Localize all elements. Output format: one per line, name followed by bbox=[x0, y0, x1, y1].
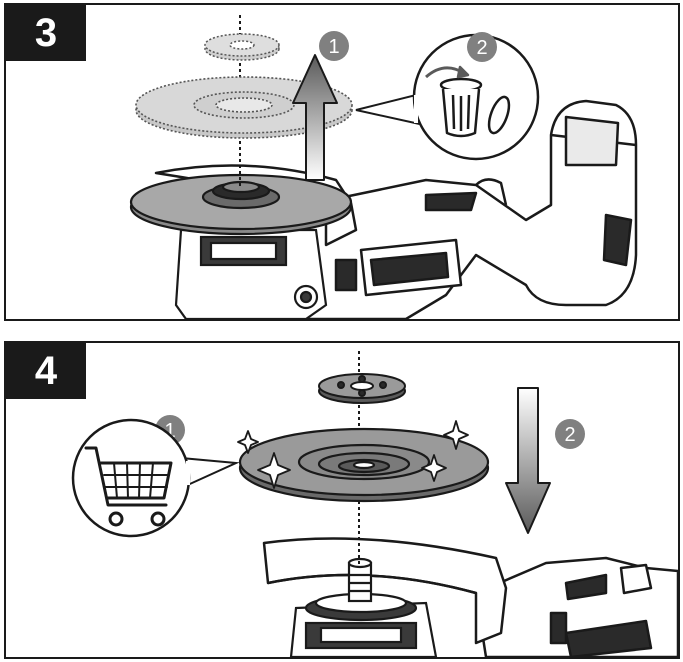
old-flange-nut bbox=[204, 33, 280, 61]
step-4-marker-2-label: 2 bbox=[564, 424, 575, 446]
step-4-panel: 4 bbox=[4, 341, 680, 659]
step-4-marker-1-label: 1 bbox=[164, 420, 175, 442]
step-number-badge: 4 bbox=[6, 343, 86, 399]
step-4-marker-2: 2 bbox=[555, 419, 585, 449]
new-disc bbox=[238, 427, 490, 503]
spindle-shaft bbox=[347, 557, 373, 603]
step-3-marker-2: 2 bbox=[467, 32, 497, 62]
step-number-badge: 3 bbox=[6, 5, 86, 61]
remove-disc-illustration: 1 2 bbox=[129, 15, 638, 319]
buy-new-disc-callout bbox=[71, 418, 240, 538]
step-3-marker-2-label: 2 bbox=[476, 37, 487, 59]
mounted-disc bbox=[129, 173, 353, 236]
install-down-arrow bbox=[505, 387, 551, 534]
angle-grinder-body bbox=[474, 556, 678, 657]
sparkle-icon bbox=[421, 454, 447, 482]
lift-off-arrow bbox=[292, 54, 338, 181]
grinder-gear-head bbox=[174, 228, 328, 319]
step-3-marker-1-label: 1 bbox=[328, 36, 339, 58]
sparkle-icon bbox=[443, 420, 469, 450]
sparkle-icons bbox=[237, 420, 469, 489]
install-disc-illustration: 1 2 bbox=[71, 351, 678, 657]
sparkle-icon bbox=[237, 430, 259, 454]
flange-nut bbox=[318, 373, 406, 404]
grinder-gear-head bbox=[289, 592, 438, 657]
angle-grinder-body bbox=[304, 99, 638, 319]
sparkle-icon bbox=[257, 452, 291, 489]
step-3-panel: 3 bbox=[4, 3, 680, 321]
discard-callout: 2 bbox=[355, 32, 540, 161]
trash-can-icon bbox=[425, 65, 511, 138]
shopping-cart-icon bbox=[84, 446, 173, 527]
step-3-marker-1: 1 bbox=[319, 31, 349, 61]
